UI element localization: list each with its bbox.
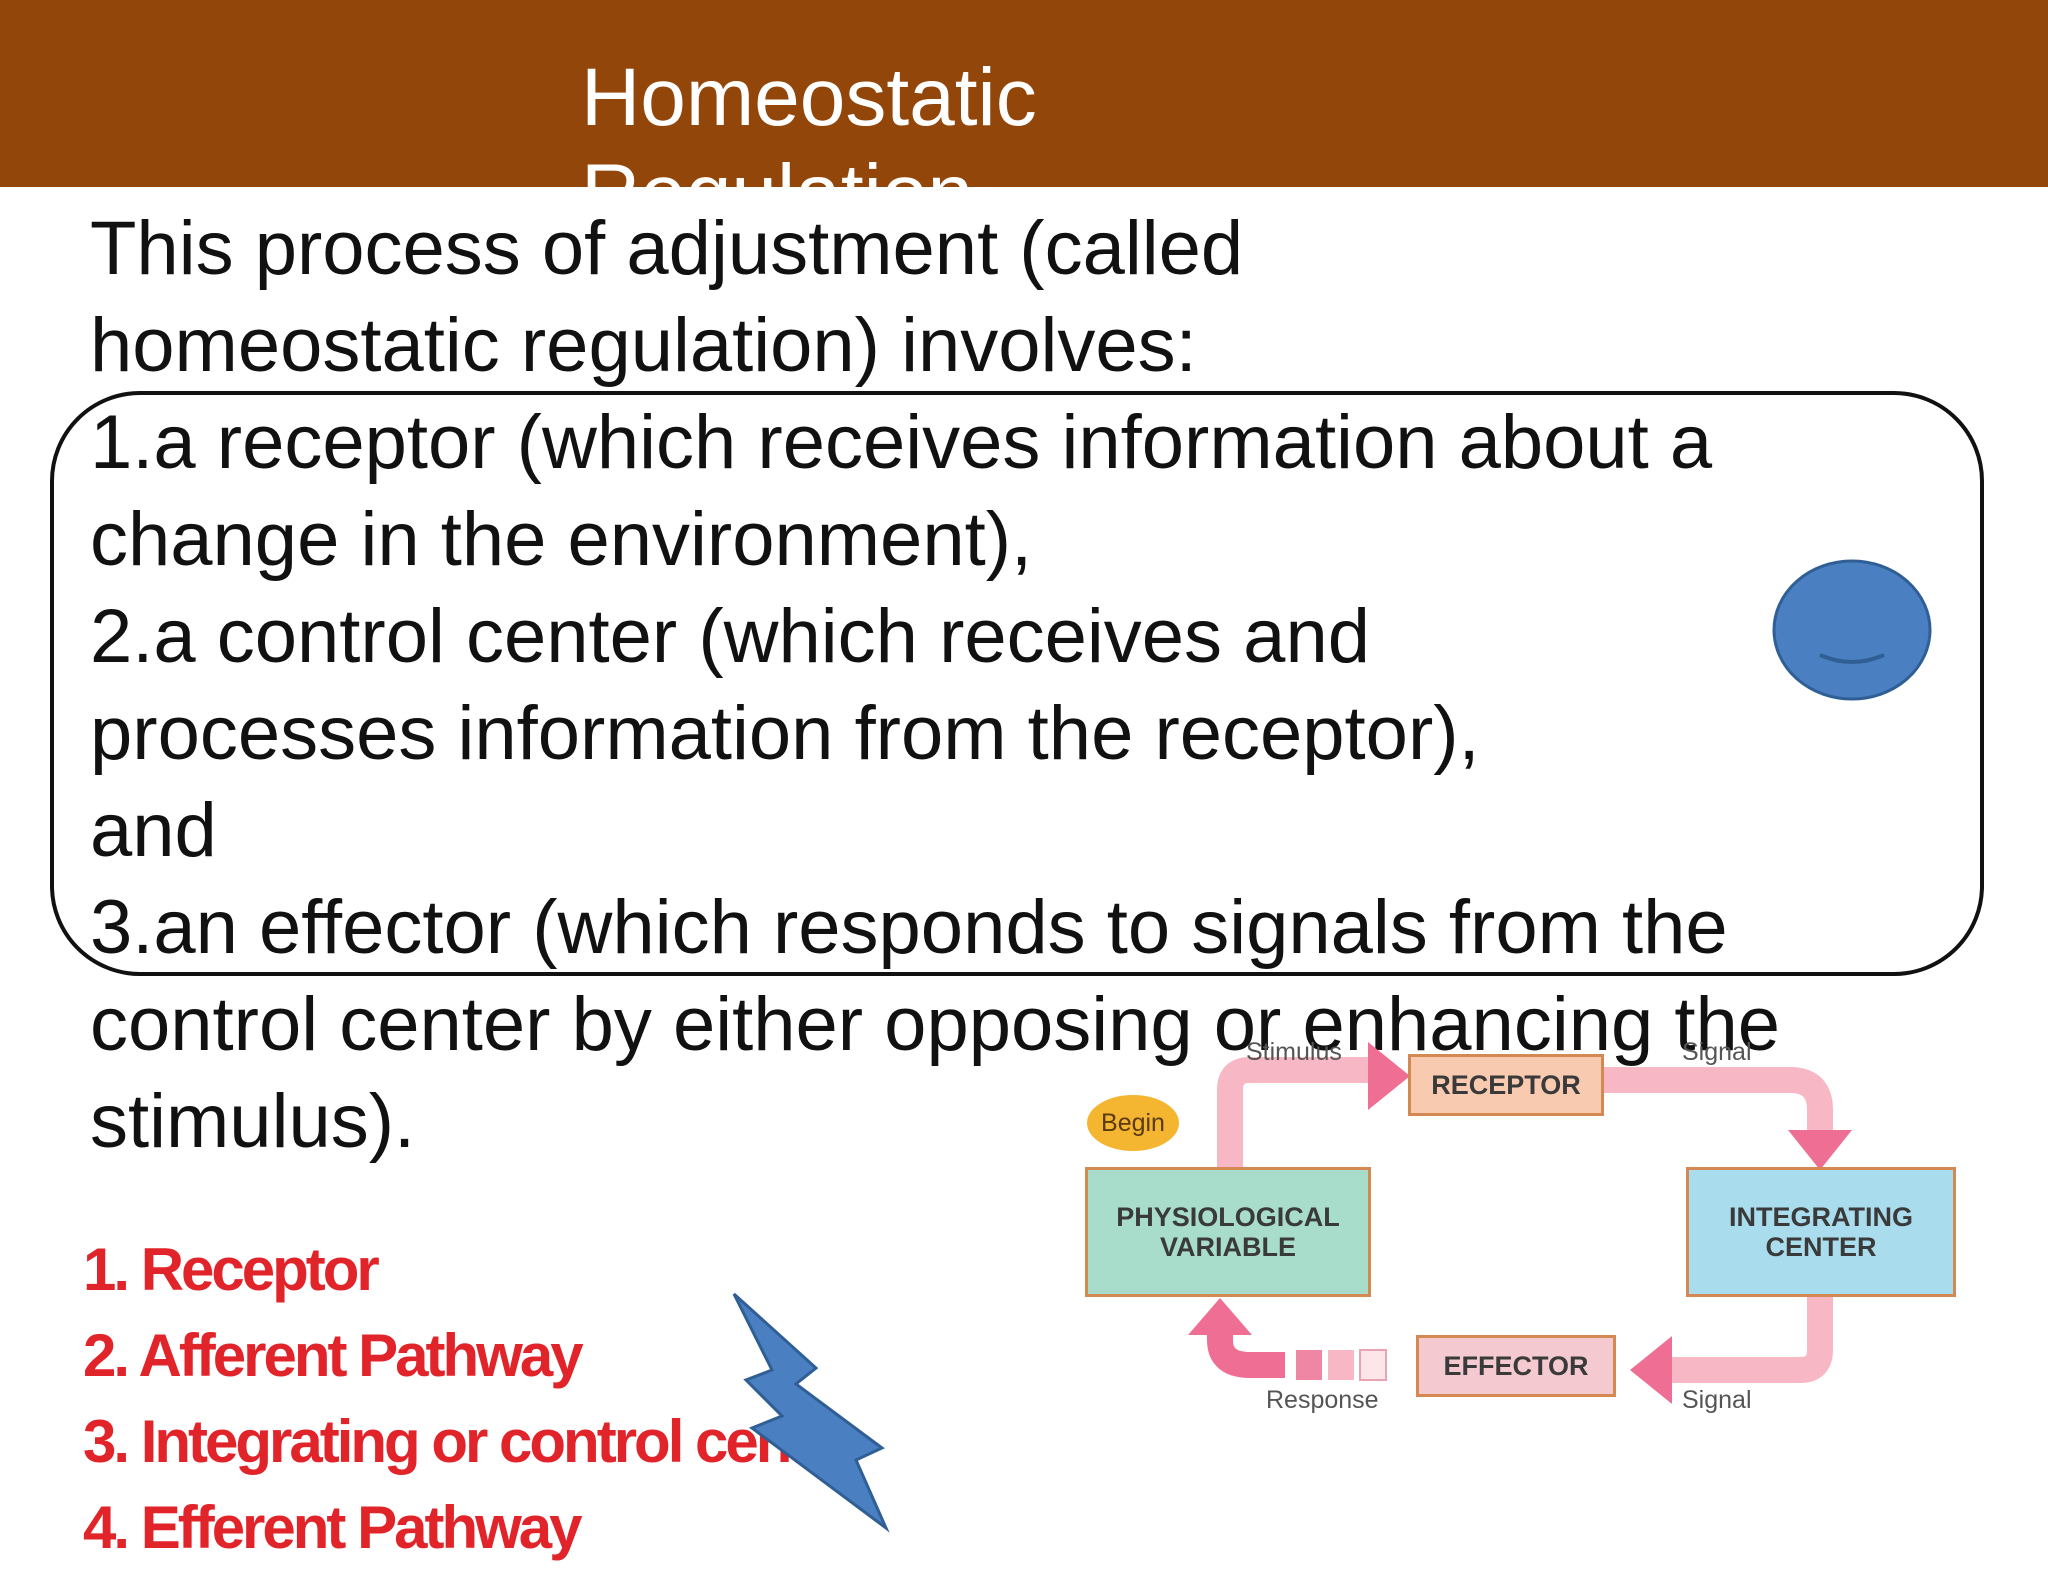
stimulus-arrowhead [1368, 1042, 1410, 1110]
feedback-loop-diagram: Stimulus Signal Begin RECEPTOR PHYSIOLOG… [1070, 1030, 1970, 1430]
intro-paragraph: This process of adjustment (called homeo… [90, 200, 1990, 1170]
response-arrow [1207, 1330, 1285, 1378]
signal-arrow-top [1604, 1067, 1833, 1140]
signal-label-bottom: Signal [1682, 1386, 1752, 1414]
signal-label-top: Signal [1682, 1038, 1752, 1066]
stimulus-arrow [1217, 1057, 1370, 1167]
title-bar: Homeostatic Regulation [0, 0, 2048, 187]
effector-box: EFFECTOR [1416, 1335, 1616, 1397]
signal-arrow-bottom [1670, 1297, 1833, 1383]
slide-title: Homeostatic Regulation [581, 52, 1037, 187]
diagram-arrows [1188, 1042, 1852, 1404]
step-item: 3. Integrating or control center [83, 1408, 860, 1475]
physiological-variable-box: PHYSIOLOGICAL VARIABLE [1085, 1167, 1371, 1297]
intro-line: change in the environment), [90, 497, 1033, 582]
response-square [1359, 1349, 1387, 1381]
intro-line: processes information from the receptor)… [90, 691, 1480, 776]
intro-line: homeostatic regulation) involves: [90, 303, 1197, 388]
intro-line: control center by either opposing or enh… [90, 982, 1780, 1067]
intro-line: 2.a control center (which receives and [90, 594, 1370, 679]
response-arrowhead [1188, 1298, 1252, 1335]
intro-line: 1.a receptor (which receives information… [90, 400, 1713, 485]
step-item: 1. Receptor [83, 1236, 380, 1303]
lightning-bolt-shape [732, 1292, 890, 1533]
intro-line: 3.an effector (which responds to signals… [90, 885, 1728, 970]
intro-line: This process of adjustment (called [90, 206, 1244, 291]
begin-badge: Begin [1087, 1095, 1179, 1151]
receptor-box: RECEPTOR [1408, 1054, 1604, 1116]
highlight-outline [50, 391, 1984, 976]
signal-arrowhead-bottom [1630, 1336, 1672, 1404]
integrating-center-box: INTEGRATING CENTER [1686, 1167, 1956, 1297]
smiley-circle-shape [1772, 559, 1932, 701]
response-square [1296, 1350, 1322, 1380]
intro-line: stimulus). [90, 1079, 416, 1164]
step-item: 2. Afferent Pathway [83, 1322, 584, 1389]
stimulus-label: Stimulus [1246, 1038, 1342, 1066]
response-label: Response [1266, 1386, 1379, 1414]
intro-line: and [90, 788, 217, 873]
response-square [1328, 1350, 1354, 1380]
signal-arrowhead-top [1788, 1130, 1852, 1170]
